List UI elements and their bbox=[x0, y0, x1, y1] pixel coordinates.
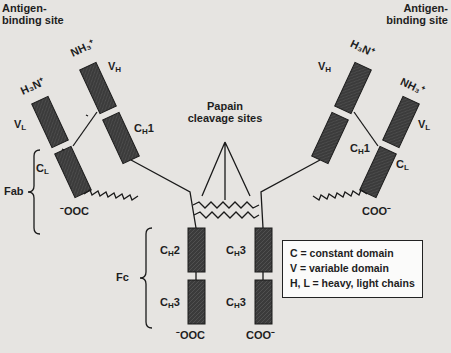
part-label: VH bbox=[108, 60, 121, 72]
part-label: NH₃⁺ bbox=[69, 37, 97, 59]
part-label: H₃N⁺ bbox=[19, 75, 47, 97]
part-label: Papain cleavage sites bbox=[186, 100, 264, 124]
key-line: H, L = heavy, light chains bbox=[290, 276, 415, 291]
part-label: NH₃⁺ bbox=[399, 75, 427, 97]
part-label: Fc bbox=[116, 271, 129, 283]
part-label: CH3 bbox=[226, 244, 246, 256]
part-label: COO⁻ bbox=[246, 329, 275, 341]
key-line: C = constant domain bbox=[290, 246, 415, 261]
part-label: CH2 bbox=[160, 244, 180, 256]
part-label: Fab bbox=[4, 185, 24, 197]
key-line: V = variable domain bbox=[290, 261, 415, 276]
part-label: CH3 bbox=[160, 296, 180, 308]
part-label: VL bbox=[418, 118, 430, 130]
part-label: ⁻OOC bbox=[60, 205, 89, 217]
part-label: COO⁻ bbox=[362, 205, 391, 217]
part-label: H₃N⁺ bbox=[349, 37, 377, 59]
part-label: VL bbox=[14, 118, 26, 130]
part-label: ⁻OOC bbox=[176, 329, 205, 341]
key-box: C = constant domainV = variable domainH,… bbox=[282, 240, 423, 298]
part-label: Antigen-binding site bbox=[2, 2, 76, 26]
part-label: CL bbox=[396, 158, 409, 170]
part-label: Antigen-binding site bbox=[374, 2, 448, 26]
part-label: CH3 bbox=[226, 296, 246, 308]
part-label: CL bbox=[36, 162, 49, 174]
part-label: CH1 bbox=[350, 142, 370, 154]
part-label: CH1 bbox=[134, 122, 154, 134]
part-label: VH bbox=[318, 60, 331, 72]
